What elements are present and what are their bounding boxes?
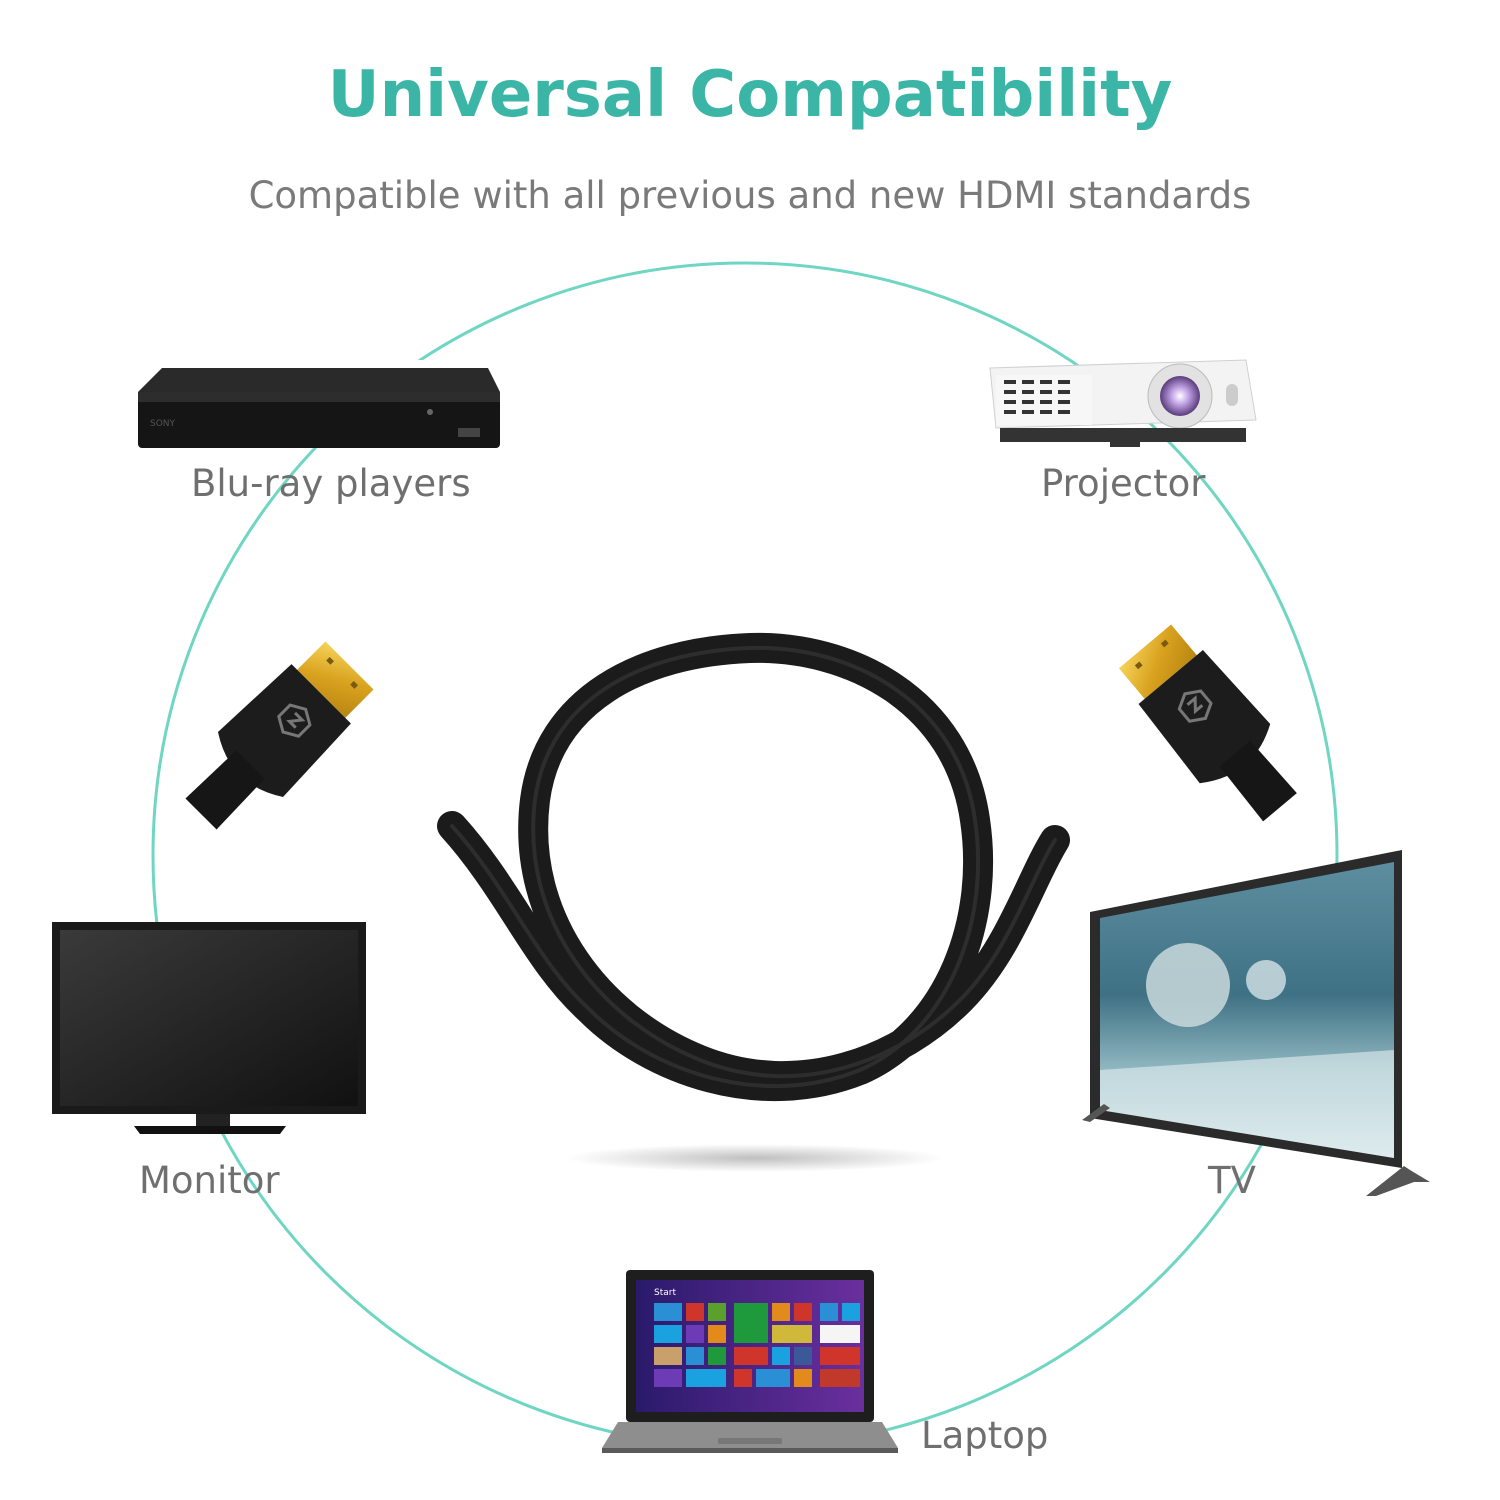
tv-image — [1082, 850, 1430, 1196]
tv-label: TV — [1208, 1159, 1256, 1202]
hdmi-cable-image — [185, 624, 1297, 1102]
right-hdmi-connector — [1118, 624, 1297, 822]
projector-label: Projector — [1041, 462, 1206, 505]
laptop-tiles — [654, 1303, 860, 1387]
monitor-label: Monitor — [139, 1159, 280, 1202]
monitor-image — [52, 922, 366, 1134]
laptop-label: Laptop — [921, 1414, 1049, 1457]
bluray-player-image: SONY — [130, 360, 502, 448]
page-subtitle: Compatible with all previous and new HDM… — [248, 174, 1252, 217]
bluray-label: Blu-ray players — [191, 462, 471, 505]
svg-text:SONY: SONY — [150, 419, 176, 429]
right-logo-icon — [1177, 689, 1213, 723]
page-title: Universal Compatibility — [327, 58, 1173, 132]
left-logo-icon — [277, 703, 312, 738]
left-hdmi-connector — [185, 641, 374, 830]
laptop-start-label: Start — [654, 1288, 676, 1298]
projector-image — [989, 359, 1257, 447]
laptop-image: Start — [602, 1270, 898, 1453]
